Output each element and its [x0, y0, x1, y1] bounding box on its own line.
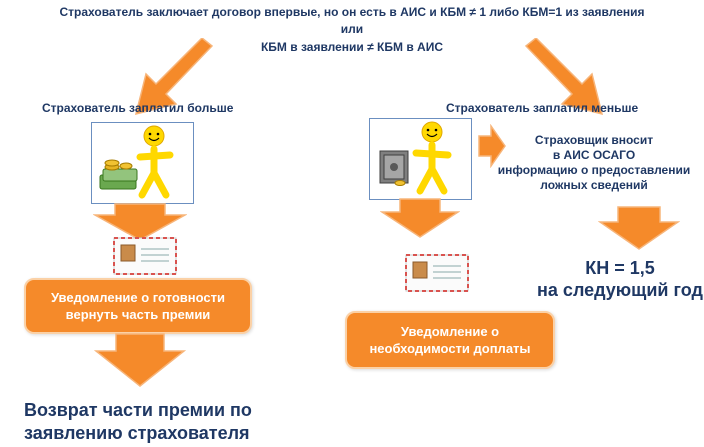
- right-pointing-arrow: [478, 124, 506, 168]
- right-notice-line-2: необходимости доплаты: [369, 341, 531, 356]
- left-notice-line-1: Уведомление о готовности: [50, 290, 226, 305]
- safe-icon: [379, 150, 409, 186]
- smiley-figure-icon: [136, 125, 174, 199]
- right-notice-line-1: Уведомление о: [400, 324, 500, 339]
- header-line-3: КБМ в заявлении ≠ КБМ в АИС: [260, 40, 444, 54]
- right-image-panel: [369, 118, 472, 200]
- right-branch-label: Страхователь заплатил меньше: [446, 101, 639, 115]
- diagonal-arrow-right: [524, 38, 604, 116]
- down-arrow-left-2: [94, 333, 186, 387]
- left-branch-label: Страхователь заплатил больше: [42, 101, 234, 115]
- kn-next-year: на следующий год: [537, 280, 703, 300]
- envelope-icon-right: [405, 254, 469, 292]
- down-arrow-left-1: [93, 203, 187, 241]
- insurer-note-line-1: Страховщик вносит: [534, 133, 654, 147]
- insurer-note-line-3: информацию о предоставлении: [497, 163, 691, 177]
- diagonal-arrow-left: [134, 38, 214, 116]
- kn-value: КН = 1,5: [585, 258, 655, 278]
- envelope-icon-left: [113, 237, 177, 275]
- smiley-figure-icon: [412, 121, 452, 195]
- result-line-1: Возврат части премии по: [24, 400, 252, 420]
- down-arrow-far-right: [598, 206, 680, 250]
- header-line-2: или: [340, 22, 364, 36]
- left-notice-box: Уведомление о готовности вернуть часть п…: [24, 278, 252, 334]
- header-line-1: Страхователь заключает договор впервые, …: [59, 5, 645, 19]
- money-stack-icon: [99, 159, 138, 190]
- left-notice-line-2: вернуть часть премии: [65, 307, 211, 322]
- insurer-note-line-2: в АИС ОСАГО: [552, 148, 636, 162]
- left-image-panel: [91, 122, 194, 204]
- insurer-note-line-4: ложных сведений: [540, 178, 648, 192]
- down-arrow-right-1: [380, 198, 460, 238]
- result-line-2: заявлению страхователя: [24, 423, 250, 443]
- right-notice-box: Уведомление о необходимости доплаты: [345, 311, 555, 369]
